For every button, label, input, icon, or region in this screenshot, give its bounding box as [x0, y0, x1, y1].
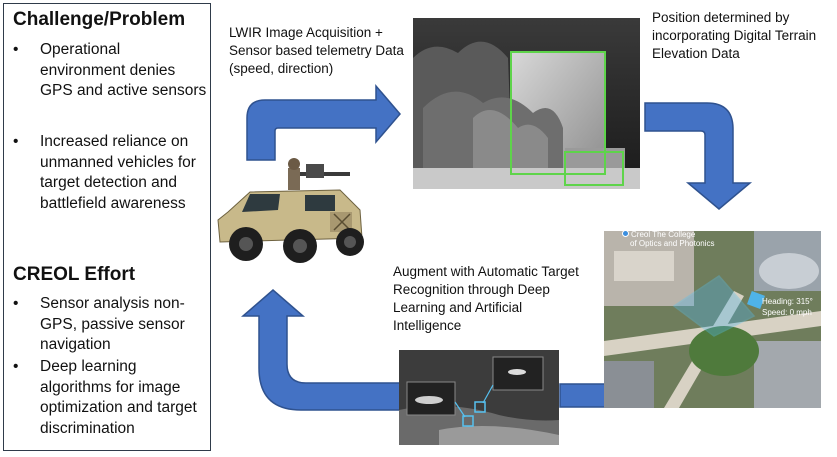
humvee-vehicle-image — [210, 150, 370, 272]
bullet-dot: • — [13, 358, 19, 375]
lwir-thermal-image — [413, 18, 640, 189]
map-pin-icon — [622, 231, 629, 237]
augment-caption: Augment with Automatic Target Recognitio… — [393, 264, 579, 333]
speed-readout: Speed: 0 mph — [762, 308, 812, 317]
left-text-panel: Challenge/Problem • Operational environm… — [3, 3, 211, 451]
challenge-heading: Challenge/Problem — [13, 9, 186, 30]
map-place-label: Creol The College of Optics and Photonic… — [622, 231, 715, 248]
bullet-dot: • — [13, 133, 19, 150]
effort-bullet-1: • Sensor analysis non-GPS, passive senso… — [13, 295, 185, 353]
campus-map-image: Creol The College of Optics and Photonic… — [604, 231, 821, 408]
arrow-map-to-atr — [559, 383, 606, 408]
heading-readout: Heading: 315° — [762, 297, 813, 306]
bullet-dot: • — [13, 41, 19, 58]
telemetry-readout: Heading: 315° Speed: 0 mph — [762, 296, 813, 318]
challenge-bullet-1: • Operational environment denies GPS and… — [13, 41, 207, 99]
challenge-bullet-2: • Increased reliance on unmanned vehicle… — [13, 133, 196, 212]
position-caption: Position determined by incorporating Dig… — [652, 10, 817, 61]
arrow-to-map — [644, 102, 753, 210]
lwir-caption: LWIR Image Acquisition + Sensor based te… — [229, 25, 404, 76]
effort-heading: CREOL Effort — [13, 264, 136, 285]
arrow-to-humvee — [240, 289, 401, 411]
atr-thermal-image — [399, 350, 559, 445]
bullet-dot: • — [13, 295, 19, 312]
arrow-to-lwir — [246, 83, 401, 161]
effort-bullet-2: • Deep learning algorithms for image opt… — [13, 358, 197, 437]
